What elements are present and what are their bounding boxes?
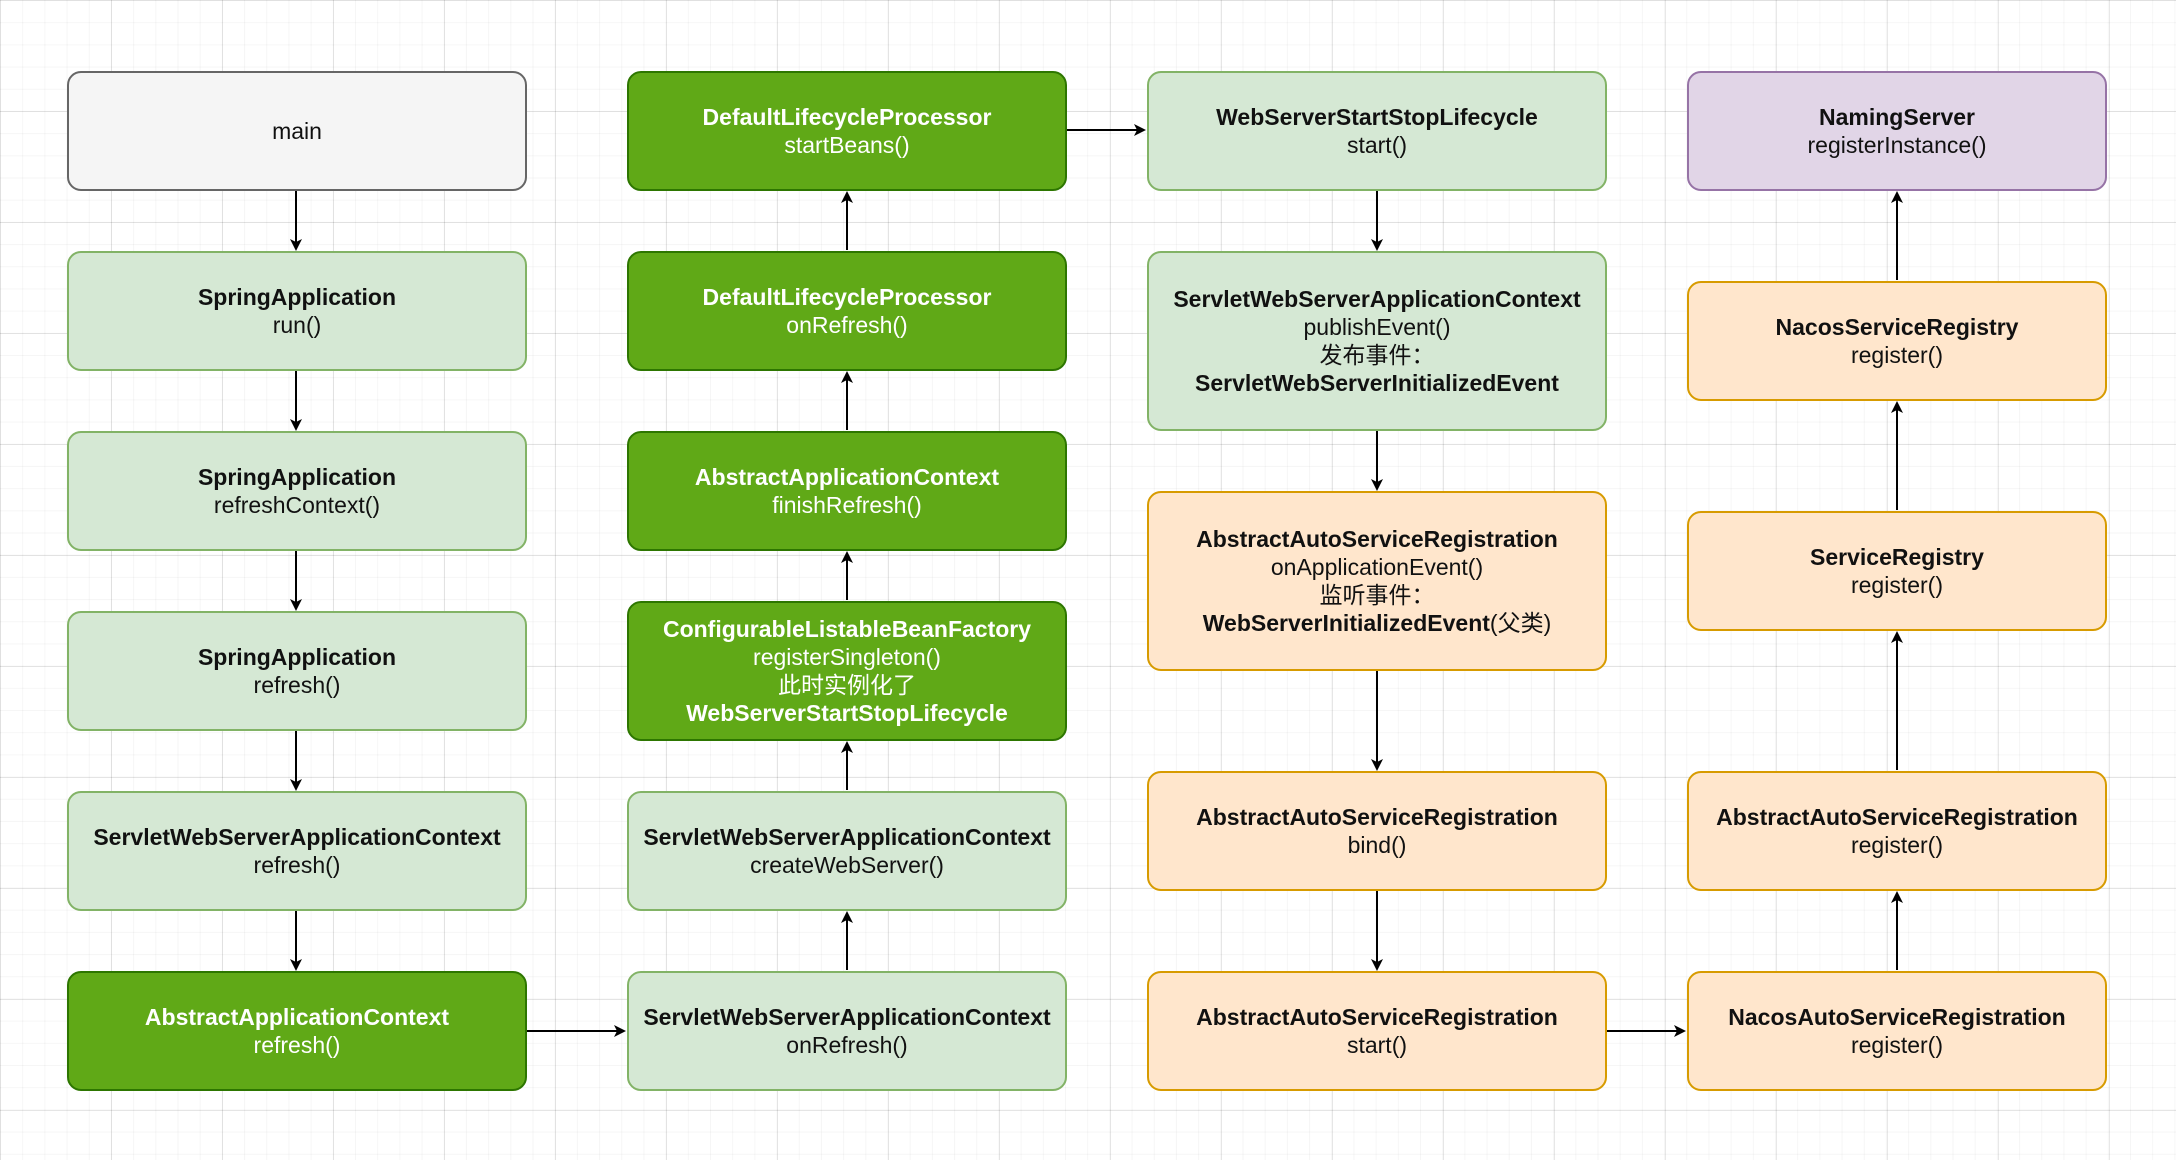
node-nacosserviceregistry-register: NacosServiceRegistry register() [1687,281,2107,401]
node-title: DefaultLifecycleProcessor [702,284,992,310]
node-serviceregistry-register: ServiceRegistry register() [1687,511,2107,631]
node-method: publishEvent() [1303,314,1451,340]
node-abstractautoserviceregistration-register: AbstractAutoServiceRegistration register… [1687,771,2107,891]
node-note: 此时实例化了 [778,672,916,698]
node-title: ServletWebServerApplicationContext [643,1004,1051,1030]
node-defaultlifecycleprocessor-startbeans: DefaultLifecycleProcessor startBeans() [627,71,1067,191]
node-method: refreshContext() [213,492,381,518]
node-extra-suffix: (父类) [1489,610,1552,636]
node-method: refresh() [253,1032,341,1058]
node-title: AbstractAutoServiceRegistration [1196,1004,1558,1030]
node-method: register() [1850,832,1943,858]
node-springapplication-refreshcontext: SpringApplication refreshContext() [67,431,527,551]
node-abstractautoserviceregistration-onapplicationevent: AbstractAutoServiceRegistration onApplic… [1147,491,1607,671]
node-title: AbstractAutoServiceRegistration [1196,804,1558,830]
node-springapplication-refresh: SpringApplication refresh() [67,611,527,731]
node-title: SpringApplication [197,464,397,490]
node-defaultlifecycleprocessor-onrefresh: DefaultLifecycleProcessor onRefresh() [627,251,1067,371]
node-method: onRefresh() [786,312,908,338]
node-springapplication-run: SpringApplication run() [67,251,527,371]
node-extra: WebServerInitializedEvent [1202,610,1490,636]
node-nacosautoserviceregistration-register: NacosAutoServiceRegistration register() [1687,971,2107,1091]
node-method: start() [1346,1032,1408,1058]
node-main: main [67,71,527,191]
node-title: ConfigurableListableBeanFactory [662,616,1032,642]
node-note: 发布事件： [1319,342,1435,368]
node-method: register() [1850,1032,1943,1058]
node-extra: ServletWebServerInitializedEvent [1195,370,1559,396]
node-servletwebserverapplicationcontext-createwebserver: ServletWebServerApplicationContext creat… [627,791,1067,911]
node-method: register() [1850,342,1943,368]
node-extra: WebServerStartStopLifecycle [686,700,1008,726]
node-title: NamingServer [1819,104,1975,130]
node-abstractautoserviceregistration-start: AbstractAutoServiceRegistration start() [1147,971,1607,1091]
node-method: startBeans() [784,132,910,158]
node-method: refresh() [253,852,341,878]
node-title: AbstractApplicationContext [694,464,1000,490]
node-method: onApplicationEvent() [1270,554,1484,580]
node-method: registerSingleton() [753,644,941,670]
node-method: createWebServer() [750,852,944,878]
node-method: bind() [1347,832,1407,858]
node-title: NacosAutoServiceRegistration [1728,1004,2066,1030]
node-title: ServletWebServerApplicationContext [1173,286,1581,312]
node-title: WebServerStartStopLifecycle [1216,104,1538,130]
node-note: 监听事件： [1319,582,1435,608]
node-servletwebserverapplicationcontext-refresh: ServletWebServerApplicationContext refre… [67,791,527,911]
node-abstractapplicationcontext-refresh: AbstractApplicationContext refresh() [67,971,527,1091]
node-namingserver-registerinstance: NamingServer registerInstance() [1687,71,2107,191]
node-configurablelistablebeanfactory-registersingleton: ConfigurableListableBeanFactory register… [627,601,1067,741]
node-title: SpringApplication [197,644,397,670]
node-method: start() [1346,132,1408,158]
node-servletwebserverapplicationcontext-publishevent: ServletWebServerApplicationContext publi… [1147,251,1607,431]
node-method: refresh() [253,672,341,698]
node-webserverstartstoplifecycle-start: WebServerStartStopLifecycle start() [1147,71,1607,191]
node-method: register() [1850,572,1943,598]
node-title: AbstractApplicationContext [144,1004,450,1030]
node-title: SpringApplication [197,284,397,310]
node-title: ServletWebServerApplicationContext [93,824,501,850]
node-method: registerInstance() [1807,132,1987,158]
node-title: ServletWebServerApplicationContext [643,824,1051,850]
node-title: DefaultLifecycleProcessor [702,104,992,130]
node-title: AbstractAutoServiceRegistration [1716,804,2078,830]
node-title: NacosServiceRegistry [1775,314,2019,340]
node-abstractapplicationcontext-finishrefresh: AbstractApplicationContext finishRefresh… [627,431,1067,551]
node-servletwebserverapplicationcontext-onrefresh: ServletWebServerApplicationContext onRef… [627,971,1067,1091]
node-title: ServiceRegistry [1810,544,1984,570]
node-method: onRefresh() [786,1032,908,1058]
node-abstractautoserviceregistration-bind: AbstractAutoServiceRegistration bind() [1147,771,1607,891]
node-title: AbstractAutoServiceRegistration [1196,526,1558,552]
node-extra-line: WebServerInitializedEvent(父类) [1203,609,1552,637]
node-method: run() [272,312,322,338]
node-method: finishRefresh() [772,492,922,518]
node-main-label: main [272,118,322,144]
